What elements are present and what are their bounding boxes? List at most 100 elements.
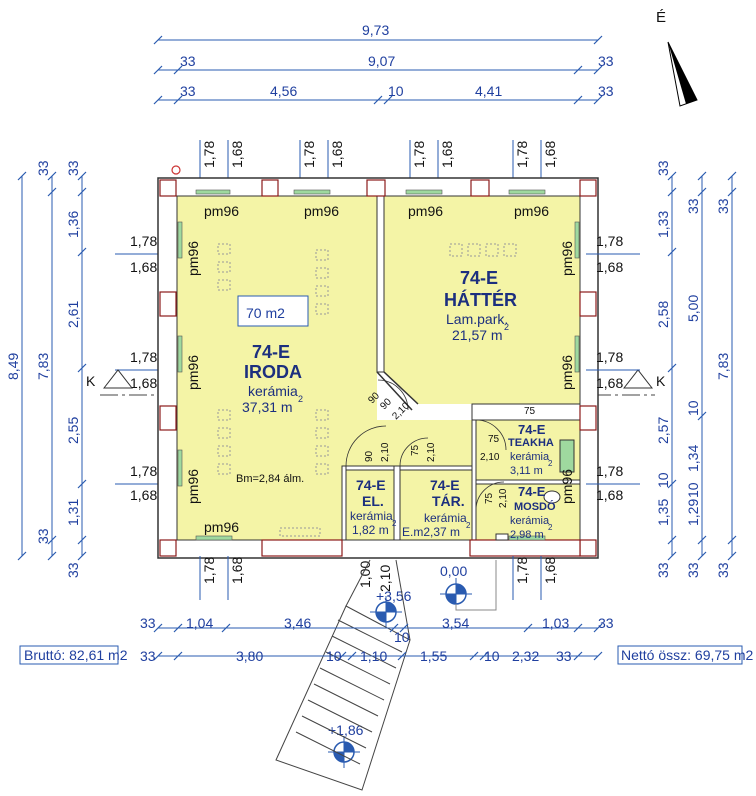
dim-right-small-a: 10	[655, 472, 671, 488]
dim-row3-c: 10	[388, 83, 404, 99]
section-label-left: K	[86, 373, 96, 389]
building	[157, 165, 599, 559]
pm-label-9: pm96	[559, 355, 575, 390]
dim-right-small-b: 10	[685, 482, 701, 498]
win-dim-r3: 1,78	[596, 349, 623, 365]
room-iroda-area: 37,31 m	[242, 399, 293, 415]
room-iroda: 74-E IRODA kerámia 37,31 m 2	[242, 342, 303, 415]
dim-row3-d: 4,41	[475, 83, 502, 99]
parapet-note: Bm=2,84 álm.	[236, 473, 304, 485]
dim-bottom-r2-a: 33	[140, 648, 156, 664]
win-dim-r6: 1,68	[596, 487, 623, 503]
section-marker-left-icon	[102, 369, 134, 389]
win-dim-l2: 1,68	[130, 259, 157, 275]
win-dim-t3: 1,78	[301, 141, 317, 168]
dim-bottom-r2-e: 1,55	[420, 648, 447, 664]
dim-total-width: 9,73	[362, 22, 389, 38]
area-badge: 70 m2	[246, 305, 285, 321]
section-label-right: K	[656, 373, 666, 389]
room-hatter: 74-E HÁTTÉR Lam.park. 21,57 m 2	[444, 268, 517, 343]
room-tar-finish: kerámia	[424, 511, 467, 525]
win-dim-b4: 1,68	[542, 557, 558, 584]
dim-row3-a: 33	[180, 83, 196, 99]
pm-label-10: pm96	[559, 469, 575, 504]
room-teakha: 74-E TEAKHA kerámia 3,11 m 2	[508, 422, 554, 477]
dim-top-left-wall: 33	[180, 53, 196, 69]
room-teakha-area: 3,11 m	[510, 465, 543, 477]
room-el-sup: 2	[392, 519, 397, 528]
brutto-box	[19, 645, 119, 665]
dim-right-mid-b: 5,00	[685, 295, 701, 322]
win-dim-l6: 1,68	[130, 487, 157, 503]
dim-left-in-e: 1,31	[65, 499, 81, 526]
dim-bottom-r1-g: 33	[598, 615, 614, 631]
door-dim-7: 75	[488, 434, 500, 445]
sill-dim-a: 1,00	[357, 561, 373, 588]
room-tar-code: 74-E	[430, 477, 460, 493]
door-dim-10: 2,10	[498, 488, 509, 508]
room-tar-sup: 2	[466, 521, 471, 530]
dim-right-out-a: 33	[715, 198, 731, 214]
win-dim-t2: 1,68	[229, 141, 245, 168]
dim-right-mid-a: 33	[685, 198, 701, 214]
room-mosdo-area: 2,98 m	[510, 529, 544, 541]
room-iroda-code: 74-E	[252, 342, 290, 362]
dim-left-in-b: 1,36	[65, 211, 81, 238]
win-dim-l1: 1,78	[130, 233, 157, 249]
dim-row3-e: 33	[598, 83, 614, 99]
dim-bottom-r2-f: 10	[484, 648, 500, 664]
dim-bottom-r1-a: 33	[140, 615, 156, 631]
brutto-total: Bruttó: 82,61 m2	[24, 647, 128, 663]
room-teakha-code: 74-E	[518, 422, 546, 437]
dim-right-in-a: 33	[655, 160, 671, 176]
dim-right-mid-c: 10	[685, 400, 701, 416]
dim-bottom-r2-h: 33	[556, 648, 572, 664]
dim-bottom-r1-c: 3,46	[284, 615, 311, 631]
win-dim-b3: 1,78	[514, 557, 530, 584]
room-el-finish: kerámia	[350, 509, 393, 523]
room-mosdo-sup: 2	[548, 523, 553, 532]
pm-label-2: pm96	[304, 203, 339, 219]
level-marker-stair-icon	[328, 736, 360, 768]
win-dim-r4: 1,68	[596, 375, 623, 391]
dim-left-mid-c: 33	[35, 528, 51, 544]
dim-bottom-r1-b: 1,04	[186, 615, 213, 631]
win-dim-t8: 1,68	[542, 141, 558, 168]
room-hatter-name: HÁTTÉR	[444, 289, 517, 310]
room-el-code: 74-E	[356, 477, 386, 493]
room-mosdo-code: 74-E	[518, 484, 546, 499]
section-marker-right-icon	[622, 369, 654, 389]
dim-left-mid-b: 7,83	[35, 353, 51, 380]
room-iroda-name: IRODA	[244, 362, 302, 382]
pm-label-5: pm96	[185, 241, 201, 276]
room-iroda-sup: 2	[298, 394, 303, 404]
sill-dim-b: 2,10	[377, 565, 393, 592]
door-dim-9: 75	[484, 492, 495, 504]
win-dim-t6: 1,68	[439, 141, 455, 168]
win-dim-r2: 1,68	[596, 259, 623, 275]
dim-bottom-r2-b: 3,80	[236, 648, 263, 664]
room-teakha-sup: 2	[548, 459, 553, 468]
dim-bottom-r2-d: 1,10	[360, 648, 387, 664]
room-hatter-code: 74-E	[460, 268, 498, 288]
dim-right-mid-d: 1,29	[685, 499, 701, 526]
north-arrow-icon	[667, 41, 698, 107]
room-teakha-name: TEAKHA	[508, 437, 554, 449]
dim-left-in-c: 2,61	[65, 301, 81, 328]
room-el-name: EL.	[362, 493, 384, 509]
win-dim-b1: 1,78	[201, 557, 217, 584]
room-hatter-area: 21,57 m	[452, 327, 503, 343]
north-label: É	[656, 9, 666, 26]
dim-left-in-a: 33	[65, 160, 81, 176]
pm-label-6: pm96	[185, 355, 201, 390]
level-ground: 0,00	[440, 563, 467, 579]
dim-right-mid-e: 33	[685, 562, 701, 578]
win-dim-r5: 1,78	[596, 463, 623, 479]
level-marker-ground-icon	[440, 560, 497, 611]
left-dimension-lines	[17, 171, 87, 561]
dim-bottom-r2-c: 10	[326, 648, 342, 664]
dim-bottom-r1-f: 1,03	[542, 615, 569, 631]
dim-top-inner: 9,07	[368, 53, 395, 69]
right-dimension-lines	[667, 171, 737, 561]
top-dimension-lines	[153, 35, 603, 105]
